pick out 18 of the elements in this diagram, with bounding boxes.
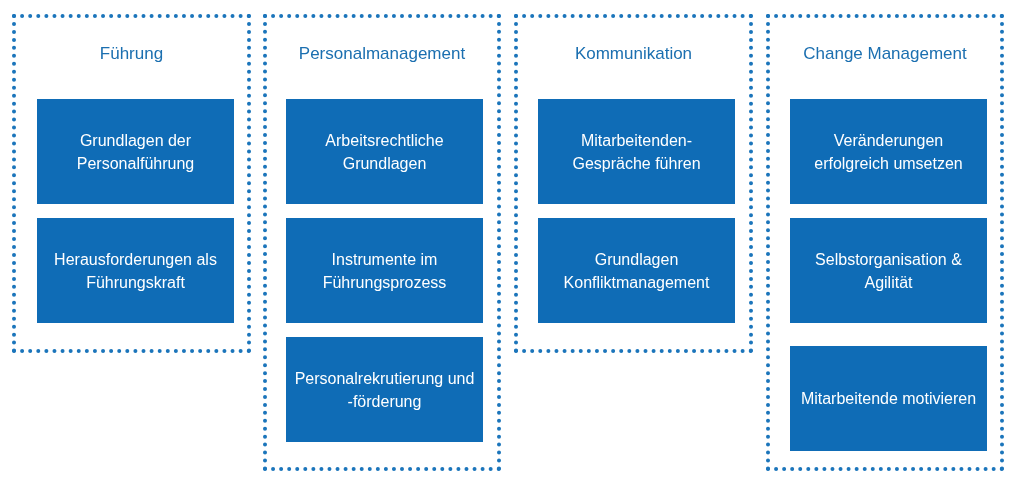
topic-box: Veränderungen erfolgreich umsetzen	[790, 99, 987, 204]
dotted-group-frame	[766, 14, 1004, 471]
topic-box: Grundlagen Konfliktmanagement	[538, 218, 735, 323]
topic-box: Selbstorganisation & Agilität	[790, 218, 987, 323]
topic-box: Arbeitsrechtliche Grundlagen	[286, 99, 483, 204]
group-title: Führung	[99, 44, 164, 64]
topic-box: Mitarbeitenden-Gespräche führen	[538, 99, 735, 204]
topic-box: Herausforderungen als Führungskraft	[37, 218, 234, 323]
topic-box: Personalrekrutierung und -förderung	[286, 337, 483, 442]
group-title: Kommunikation	[574, 44, 693, 64]
group-title: Personalmanagement	[298, 44, 466, 64]
dotted-group-frame	[263, 14, 501, 471]
group-title: Change Management	[803, 44, 967, 64]
topic-box: Grundlagen der Personalführung	[37, 99, 234, 204]
topic-box: Instrumente im Führungsprozess	[286, 218, 483, 323]
dotted-group-frame	[514, 14, 753, 353]
topic-box: Mitarbeitende motivieren	[790, 346, 987, 451]
dotted-group-frame	[12, 14, 251, 353]
